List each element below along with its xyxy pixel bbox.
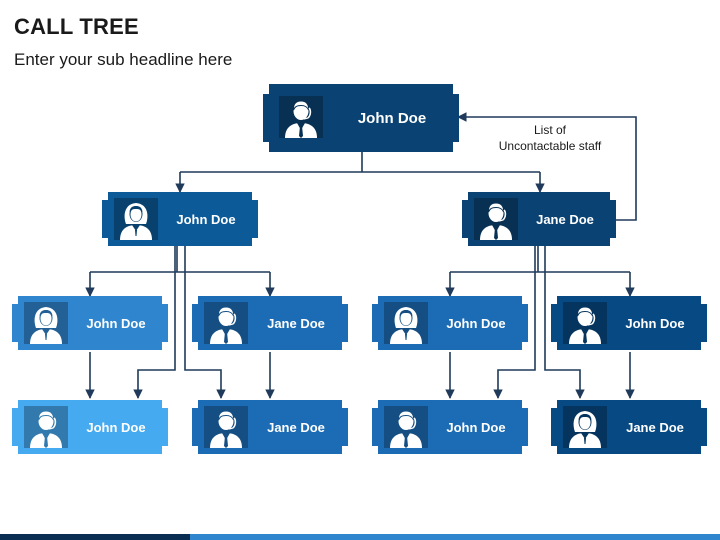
connector-to-l1c-bypass xyxy=(133,246,176,399)
node-tab-right xyxy=(160,408,168,446)
footer-segment-light xyxy=(190,534,720,540)
node-name: Jane Doe xyxy=(626,419,684,435)
male-headset-icon xyxy=(563,302,607,344)
node-tab-left xyxy=(372,304,380,342)
footer-bar xyxy=(0,534,720,540)
female-headset-icon xyxy=(24,302,68,344)
node-tab-left xyxy=(462,200,470,238)
node-tab-right xyxy=(250,200,258,238)
connector-return-to-root xyxy=(457,112,637,221)
uncontactable-note: List of Uncontactable staff xyxy=(480,122,620,154)
note-line-2: Uncontactable staff xyxy=(498,139,602,153)
node-r1[interactable]: John Doe xyxy=(372,296,528,350)
node-l1[interactable]: John Doe xyxy=(12,296,168,350)
node-root[interactable]: John Doe xyxy=(263,84,459,152)
note-line-1: List of xyxy=(533,123,566,137)
node-name: John Doe xyxy=(625,315,685,331)
male-headset-icon xyxy=(279,96,323,138)
female-headset-icon xyxy=(114,198,158,240)
node-name: Jane Doe xyxy=(267,419,325,435)
male-headset-icon xyxy=(204,302,248,344)
node-name: John Doe xyxy=(176,211,236,227)
node-tab-right xyxy=(340,408,348,446)
footer-segment-dark xyxy=(0,534,190,540)
node-name: John Doe xyxy=(86,419,146,435)
node-name: John Doe xyxy=(446,315,506,331)
node-r2c[interactable]: Jane Doe xyxy=(551,400,707,454)
node-l1c[interactable]: John Doe xyxy=(12,400,168,454)
male-headset-icon xyxy=(474,198,518,240)
female-headset-icon xyxy=(563,406,607,448)
node-name: John Doe xyxy=(446,419,506,435)
node-tab-right xyxy=(160,304,168,342)
connector-root-to-managers xyxy=(180,152,540,173)
node-name: Jane Doe xyxy=(267,315,325,331)
node-tab-left xyxy=(551,304,559,342)
node-tab-right xyxy=(699,304,707,342)
male-headset-icon xyxy=(384,406,428,448)
node-name: John Doe xyxy=(357,109,427,127)
node-l2[interactable]: Jane Doe xyxy=(192,296,348,350)
node-tab-left xyxy=(372,408,380,446)
connector-to-r1c-bypass xyxy=(493,246,536,399)
node-tab-left xyxy=(102,200,110,238)
node-tab-left xyxy=(263,94,271,142)
node-tab-right xyxy=(608,200,616,238)
male-headset-icon xyxy=(204,406,248,448)
page-title: CALL TREE xyxy=(14,14,139,39)
node-tab-right xyxy=(520,304,528,342)
node-tab-right xyxy=(340,304,348,342)
page-subtitle: Enter your sub headline here xyxy=(14,50,233,69)
node-r2[interactable]: John Doe xyxy=(551,296,707,350)
node-tab-left xyxy=(551,408,559,446)
female-headset-icon xyxy=(384,302,428,344)
node-r1c[interactable]: John Doe xyxy=(372,400,528,454)
node-right-manager[interactable]: Jane Doe xyxy=(462,192,616,246)
node-tab-left xyxy=(192,304,200,342)
node-tab-right xyxy=(520,408,528,446)
node-tab-right xyxy=(451,94,459,142)
node-l2c[interactable]: Jane Doe xyxy=(192,400,348,454)
node-name: John Doe xyxy=(86,315,146,331)
connector-left-bus xyxy=(90,246,270,273)
node-name: Jane Doe xyxy=(536,211,594,227)
node-tab-left xyxy=(12,304,20,342)
connector-right-bus xyxy=(450,246,630,273)
node-tab-left xyxy=(12,408,20,446)
node-tab-right xyxy=(699,408,707,446)
connector-to-r2c-bypass xyxy=(544,246,585,399)
node-tab-left xyxy=(192,408,200,446)
male-headset-icon xyxy=(24,406,68,448)
connector-to-l2c-bypass xyxy=(184,246,226,399)
node-left-manager[interactable]: John Doe xyxy=(102,192,258,246)
